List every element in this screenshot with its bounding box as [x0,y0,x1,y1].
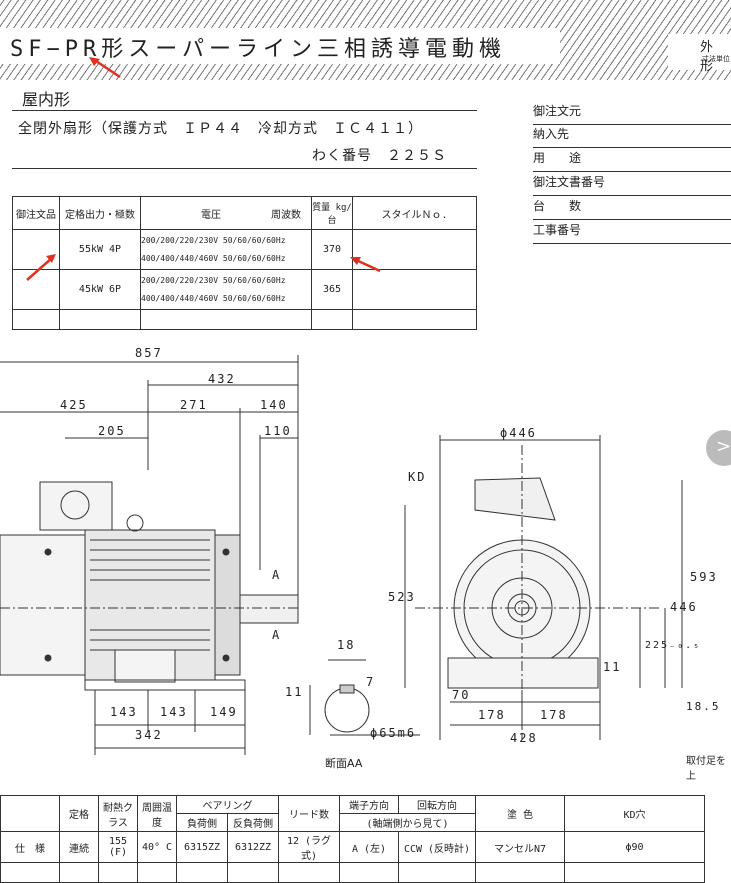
table-header: 定格出力・極数 [59,196,141,230]
spec-line-1: 全閉外扇形（保護方式 ＩＰ４４ 冷却方式 ＩＣ４１１） [18,121,423,137]
dim-label: 178 [540,708,568,722]
dim-label: 178 [478,708,506,722]
table-header: 定格 [59,795,99,832]
right-header-box: 外 形 寸法単位 [668,34,731,74]
table-row: 45kW 6P 200/200/220/230V 50/60/60/60Hz 4… [12,269,477,310]
dim-label: 432 [208,372,236,386]
table-header: 端子方向 [339,795,399,814]
table-header: 耐熱クラス [98,795,138,832]
table-header: (軸端側から見て) [339,813,476,832]
rating-table: 御注文品 定格出力・極数 電圧周波数 質量 kg/台 スタイルＮｏ. 55kW … [12,196,477,330]
dim-label: 225₋₀.₅ [645,640,702,651]
table-header: 電圧周波数 [140,196,312,230]
chevron-right-icon: > [716,436,731,457]
order-field: 台 数 [533,197,731,220]
foot-label: 取付足を上 [686,756,726,782]
dim-label: 18.5 [686,700,721,713]
dim-label: 593 [690,570,718,584]
table-header: 負荷側 [176,813,228,832]
dim-label: 11 [285,685,304,699]
dim-label: 149 [210,705,238,719]
table-header: 御注文品 [12,196,60,230]
table-header: 質量 kg/台 [311,196,353,230]
dim-label: 446 [670,600,698,614]
dim-label: ϕ65m6 [370,726,417,740]
dim-label: 857 [135,346,163,360]
order-field: 工事番号 [533,221,731,244]
order-field: 御注文書番号 [533,173,731,196]
dim-label: 7 [366,675,376,689]
table-header: 周囲温度 [137,795,177,832]
motor-drawing [0,355,683,755]
red-arrow-icon [26,254,56,281]
dim-label: 523 [388,590,416,604]
dim-label: 425 [60,398,88,412]
table-header: ベアリング [176,795,279,814]
dim-label: 140 [260,398,288,412]
dim-label: KD [408,470,427,484]
table-row: 55kW 4P 200/200/220/230V 50/60/60/60Hz 4… [12,229,477,270]
table-header: スタイルＮｏ. [352,196,477,230]
order-field: 納入先 [533,125,731,148]
dim-label: A [272,568,282,582]
divider [12,168,477,169]
dim-label: 428 [510,731,538,745]
location-label: 屋内形 [22,90,71,109]
right-header-sub: 寸法単位 [702,55,730,63]
table-row: 仕 様 連続 155 (F) 40° C 6315ZZ 6312ZZ 12 (ラ… [0,831,705,863]
section-label: 断面AA [325,757,363,770]
dim-label: 143 [110,705,138,719]
order-field: 用 途 [533,149,731,172]
dim-label: ϕ446 [500,426,537,440]
order-field: 御注文元 [533,102,731,125]
next-page-button[interactable]: > [706,430,731,466]
red-arrow-icon [89,57,121,79]
spec-line-2: わく番号 ２２５Ｓ [312,148,447,164]
table-header: リード数 [278,795,340,832]
red-arrow-icon [350,257,381,273]
table-header: 塗 色 [475,795,565,832]
right-header-label: 外 形 [700,40,720,74]
dim-label: 205 [98,424,126,438]
dim-label: 70 [452,688,471,702]
dim-label: 11 [603,660,622,674]
table-header: KD穴 [564,795,705,832]
spec-table: 定格 耐熱クラス 周囲温度 ベアリング リード数 端子方向 回転方向 塗 色 K… [0,795,705,883]
dim-label: 342 [135,728,163,742]
table-header: 反負荷側 [227,813,279,832]
dim-label: 271 [180,398,208,412]
dim-label: A [272,628,282,642]
dim-label: 18 [337,638,356,652]
divider [12,110,477,111]
dim-label: 143 [160,705,188,719]
table-header: 回転方向 [398,795,476,814]
dim-label: 110 [264,424,292,438]
